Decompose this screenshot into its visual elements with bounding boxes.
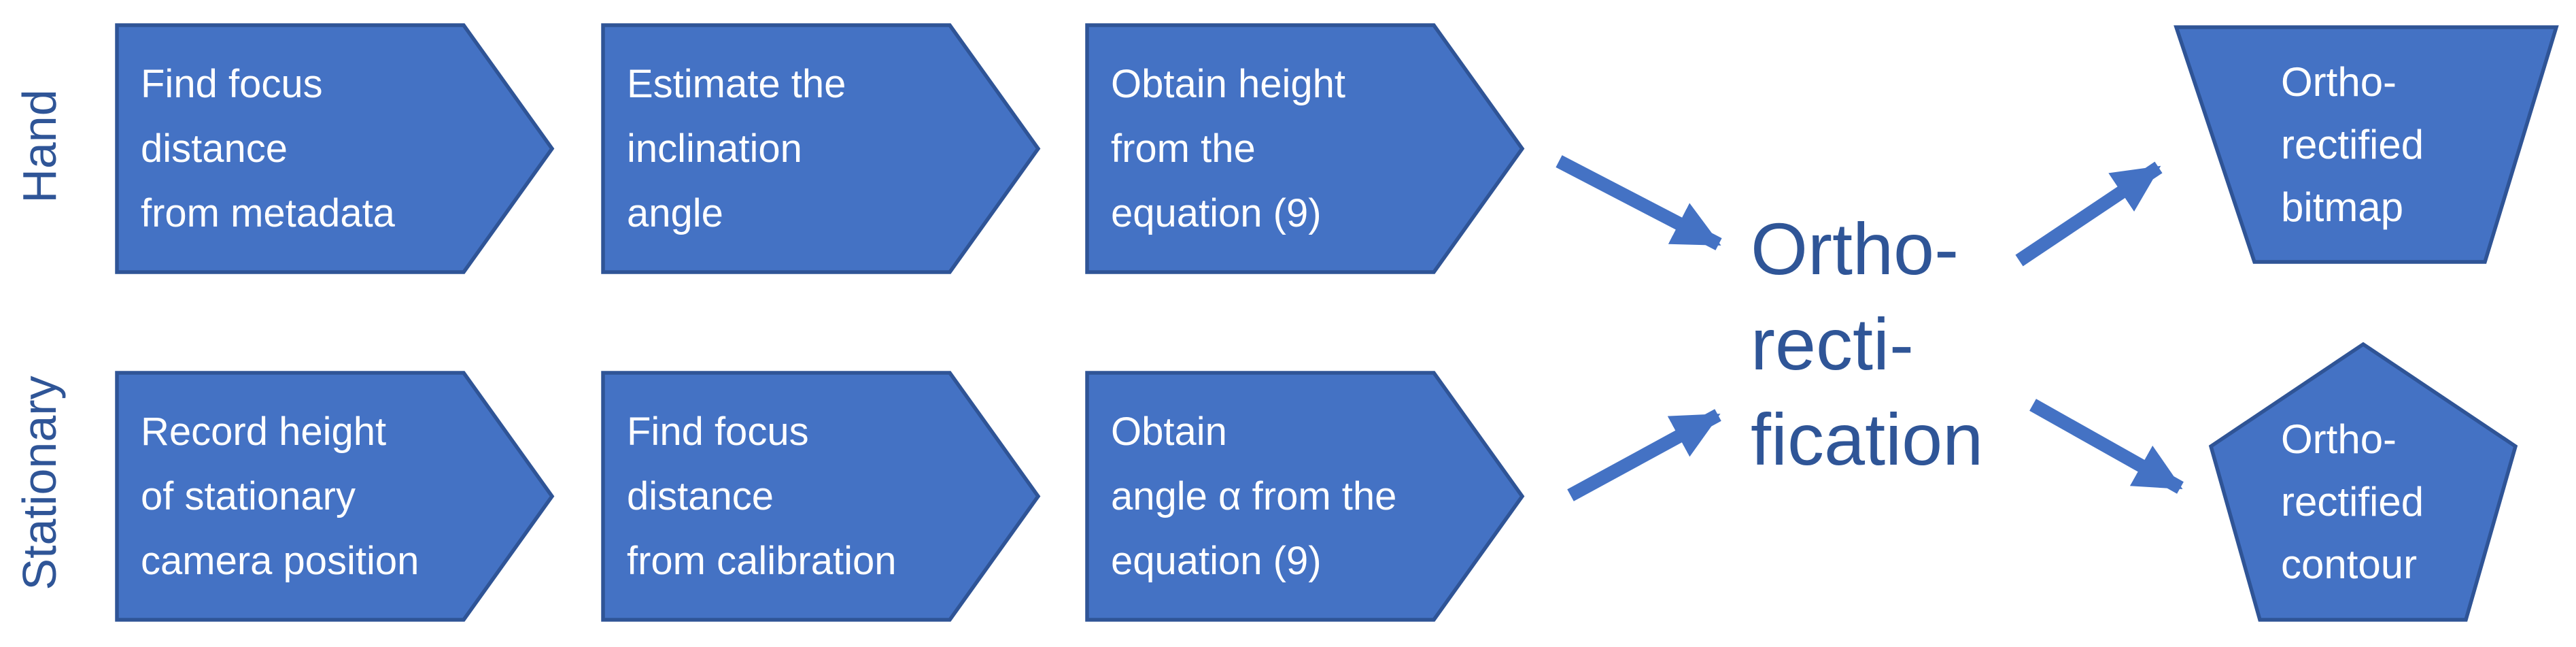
output-shape-pentagon (2208, 342, 2518, 622)
step-shape-hand-3 (1085, 23, 1525, 274)
arrow-stationary-to-center-icon (1567, 409, 1721, 501)
output-shape-trapezoid (2174, 25, 2559, 264)
step-shape-stationary-1 (115, 371, 555, 622)
step-shape-stationary-2 (601, 371, 1041, 622)
arrow-center-to-bitmap-icon (2015, 161, 2163, 267)
step-shape-hand-1 (115, 23, 555, 274)
step-shape-stationary-3 (1085, 371, 1525, 622)
arrow-center-to-contour-icon (2029, 399, 2184, 494)
step-shape-hand-2 (601, 23, 1041, 274)
arrow-hand-to-center-icon (1556, 155, 1722, 250)
